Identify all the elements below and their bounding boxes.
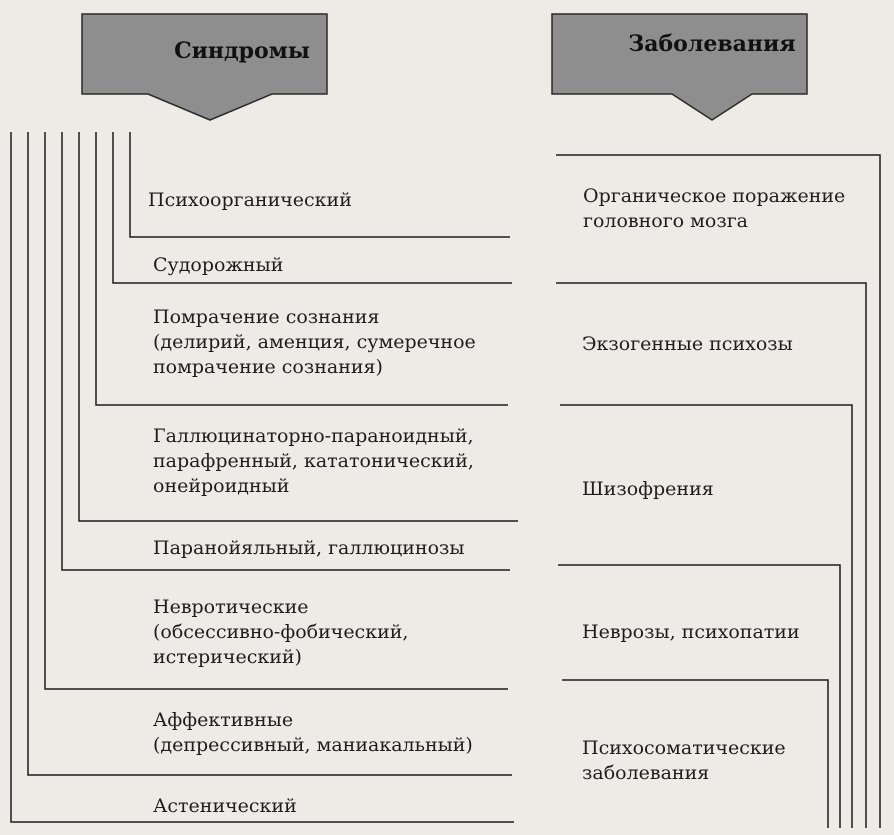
- disease-list: Органическое поражение головного мозгаЭкз…: [582, 185, 845, 784]
- syndrome-bracket-line: [95, 132, 508, 406]
- disease-bracket-line: [558, 564, 841, 828]
- syndrome-label: Судорожный: [153, 254, 283, 276]
- disease-label-line: Неврозы, психопатии: [582, 621, 800, 643]
- syndrome-bracket-line: [61, 132, 510, 571]
- syndrome-label-line: Галлюцинаторно-параноидный,: [153, 425, 474, 447]
- syndrome-label-line: Паранойяльный, галлюцинозы: [153, 537, 465, 559]
- syndrome-label-line: Судорожный: [153, 254, 283, 276]
- diseases-header-label: Заболевания: [628, 31, 795, 57]
- disease-bracket-line: [556, 154, 881, 828]
- syndrome-bracket-line: [112, 132, 512, 284]
- syndrome-label-line: Психоорганический: [148, 189, 352, 211]
- syndromes-header-arrow: [81, 13, 328, 121]
- disease-label: Шизофрения: [582, 478, 714, 500]
- syndrome-label: Психоорганический: [148, 189, 352, 211]
- syndromes-header-label: Синдромы: [174, 38, 310, 64]
- disease-label: Органическое поражение головного мозга: [583, 185, 845, 232]
- syndrome-label-line: помрачение сознания): [153, 356, 383, 378]
- disease-label-line: заболевания: [582, 762, 709, 784]
- syndrome-bracket-line: [27, 132, 512, 776]
- diseases-header-arrow: [551, 13, 808, 121]
- syndromes-header: Синдромы: [81, 13, 328, 121]
- syndrome-bracket-line: [129, 132, 510, 238]
- syndrome-label-line: онейроидный: [153, 475, 289, 497]
- syndrome-label-line: Астенический: [153, 795, 297, 817]
- bracket-lines: [10, 132, 881, 828]
- diseases-header: Заболевания: [551, 13, 808, 121]
- disease-label-line: Экзогенные психозы: [582, 333, 793, 355]
- syndrome-label: Аффективные (депрессивный, маниакальный): [153, 709, 473, 756]
- disease-bracket-line: [562, 679, 829, 828]
- syndrome-label: Астенический: [153, 795, 297, 817]
- syndrome-label: Галлюцинаторно-параноидный, парафренный, …: [153, 425, 474, 497]
- disease-bracket-line: [560, 404, 853, 828]
- disease-label-line: Психосоматические: [582, 737, 786, 759]
- syndrome-label-line: (обсессивно-фобический,: [153, 621, 408, 643]
- syndrome-label-line: (депрессивный, маниакальный): [153, 734, 473, 756]
- syndrome-bracket-line: [78, 132, 518, 522]
- syndrome-bracket-line: [44, 132, 508, 690]
- disease-label: Неврозы, психопатии: [582, 621, 800, 643]
- syndrome-label: Помрачение сознания (делирий, аменция, су…: [153, 306, 476, 378]
- syndrome-label: Невротические (обсессивно-фобический, исте…: [153, 596, 408, 668]
- disease-label-line: Шизофрения: [582, 478, 714, 500]
- disease-label: Психосоматические заболевания: [582, 737, 786, 784]
- syndrome-label: Паранойяльный, галлюцинозы: [153, 537, 465, 559]
- syndrome-label-line: Невротические: [153, 596, 309, 618]
- syndrome-label-line: парафренный, кататонический,: [153, 450, 474, 472]
- disease-label: Экзогенные психозы: [582, 333, 793, 355]
- disease-label-line: Органическое поражение: [583, 185, 845, 207]
- syndrome-label-line: истерический): [153, 646, 302, 668]
- syndrome-label-line: (делирий, аменция, сумеречное: [153, 331, 476, 353]
- disease-bracket-line: [556, 282, 867, 828]
- syndrome-bracket-line: [10, 132, 514, 823]
- disease-label-line: головного мозга: [583, 210, 748, 232]
- syndrome-label-line: Аффективные: [153, 709, 293, 731]
- syndrome-label-line: Помрачение сознания: [153, 306, 379, 328]
